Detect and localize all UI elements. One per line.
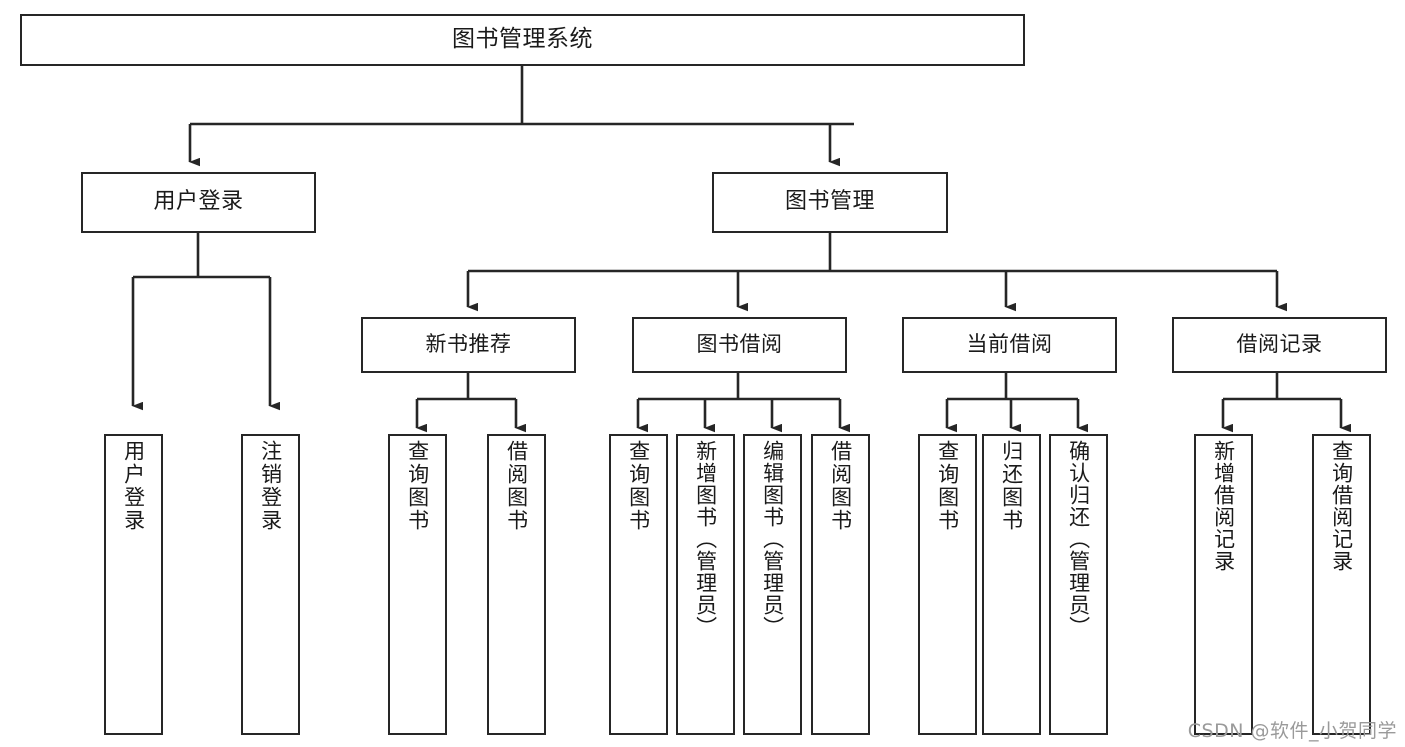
leaf-borrow-record-add[interactable]: 新增借阅记录 — [1194, 434, 1253, 735]
leaf-new-book-borrow[interactable]: 借阅图书 — [487, 434, 546, 735]
node-book-borrow[interactable]: 图书借阅 — [632, 317, 847, 373]
node-book-management[interactable]: 图书管理 — [712, 172, 948, 233]
leaf-borrow-record-query[interactable]: 查询借阅记录 — [1312, 434, 1371, 735]
node-label: 确认归还（管理员） — [1066, 440, 1091, 638]
leaf-book-borrow-query[interactable]: 查询图书 — [609, 434, 668, 735]
node-borrow-record[interactable]: 借阅记录 — [1172, 317, 1387, 373]
node-label: 图书借阅 — [696, 332, 783, 357]
node-label: 编辑图书（管理员） — [760, 440, 785, 638]
node-label: 借阅图书 — [828, 440, 853, 532]
node-label: 查询借阅记录 — [1329, 440, 1354, 572]
node-label: 借阅图书 — [504, 440, 529, 532]
node-label: 查询图书 — [626, 440, 651, 532]
leaf-user-login-login[interactable]: 用户登录 — [104, 434, 163, 735]
node-label: 新书推荐 — [425, 332, 512, 357]
node-label: 新增借阅记录 — [1211, 440, 1236, 572]
leaf-new-book-query[interactable]: 查询图书 — [388, 434, 447, 735]
leaf-book-borrow-edit[interactable]: 编辑图书（管理员） — [743, 434, 802, 735]
leaf-book-borrow-add[interactable]: 新增图书（管理员） — [676, 434, 735, 735]
node-label: 归还图书 — [999, 440, 1024, 532]
node-label: 图书管理系统 — [452, 26, 593, 53]
node-label: 注销登录 — [258, 440, 283, 532]
leaf-current-borrow-return[interactable]: 归还图书 — [982, 434, 1041, 735]
node-label: 图书管理 — [784, 189, 875, 215]
node-label: 新增图书（管理员） — [693, 440, 718, 638]
node-label: 用户登录 — [153, 189, 244, 215]
leaf-current-borrow-query[interactable]: 查询图书 — [918, 434, 977, 735]
watermark-text: CSDN @软件_小贺同学 — [1187, 720, 1397, 742]
node-new-book-recommend[interactable]: 新书推荐 — [361, 317, 576, 373]
node-label: 当前借阅 — [966, 332, 1053, 357]
node-user-login[interactable]: 用户登录 — [81, 172, 316, 233]
leaf-book-borrow-borrow[interactable]: 借阅图书 — [811, 434, 870, 735]
node-label: 用户登录 — [121, 440, 146, 532]
node-label: 借阅记录 — [1236, 332, 1323, 357]
node-current-borrow[interactable]: 当前借阅 — [902, 317, 1117, 373]
node-label: 查询图书 — [405, 440, 430, 532]
leaf-user-login-logout[interactable]: 注销登录 — [241, 434, 300, 735]
node-label: 查询图书 — [935, 440, 960, 532]
node-root-system[interactable]: 图书管理系统 — [20, 14, 1025, 66]
leaf-current-borrow-confirm-return[interactable]: 确认归还（管理员） — [1049, 434, 1108, 735]
